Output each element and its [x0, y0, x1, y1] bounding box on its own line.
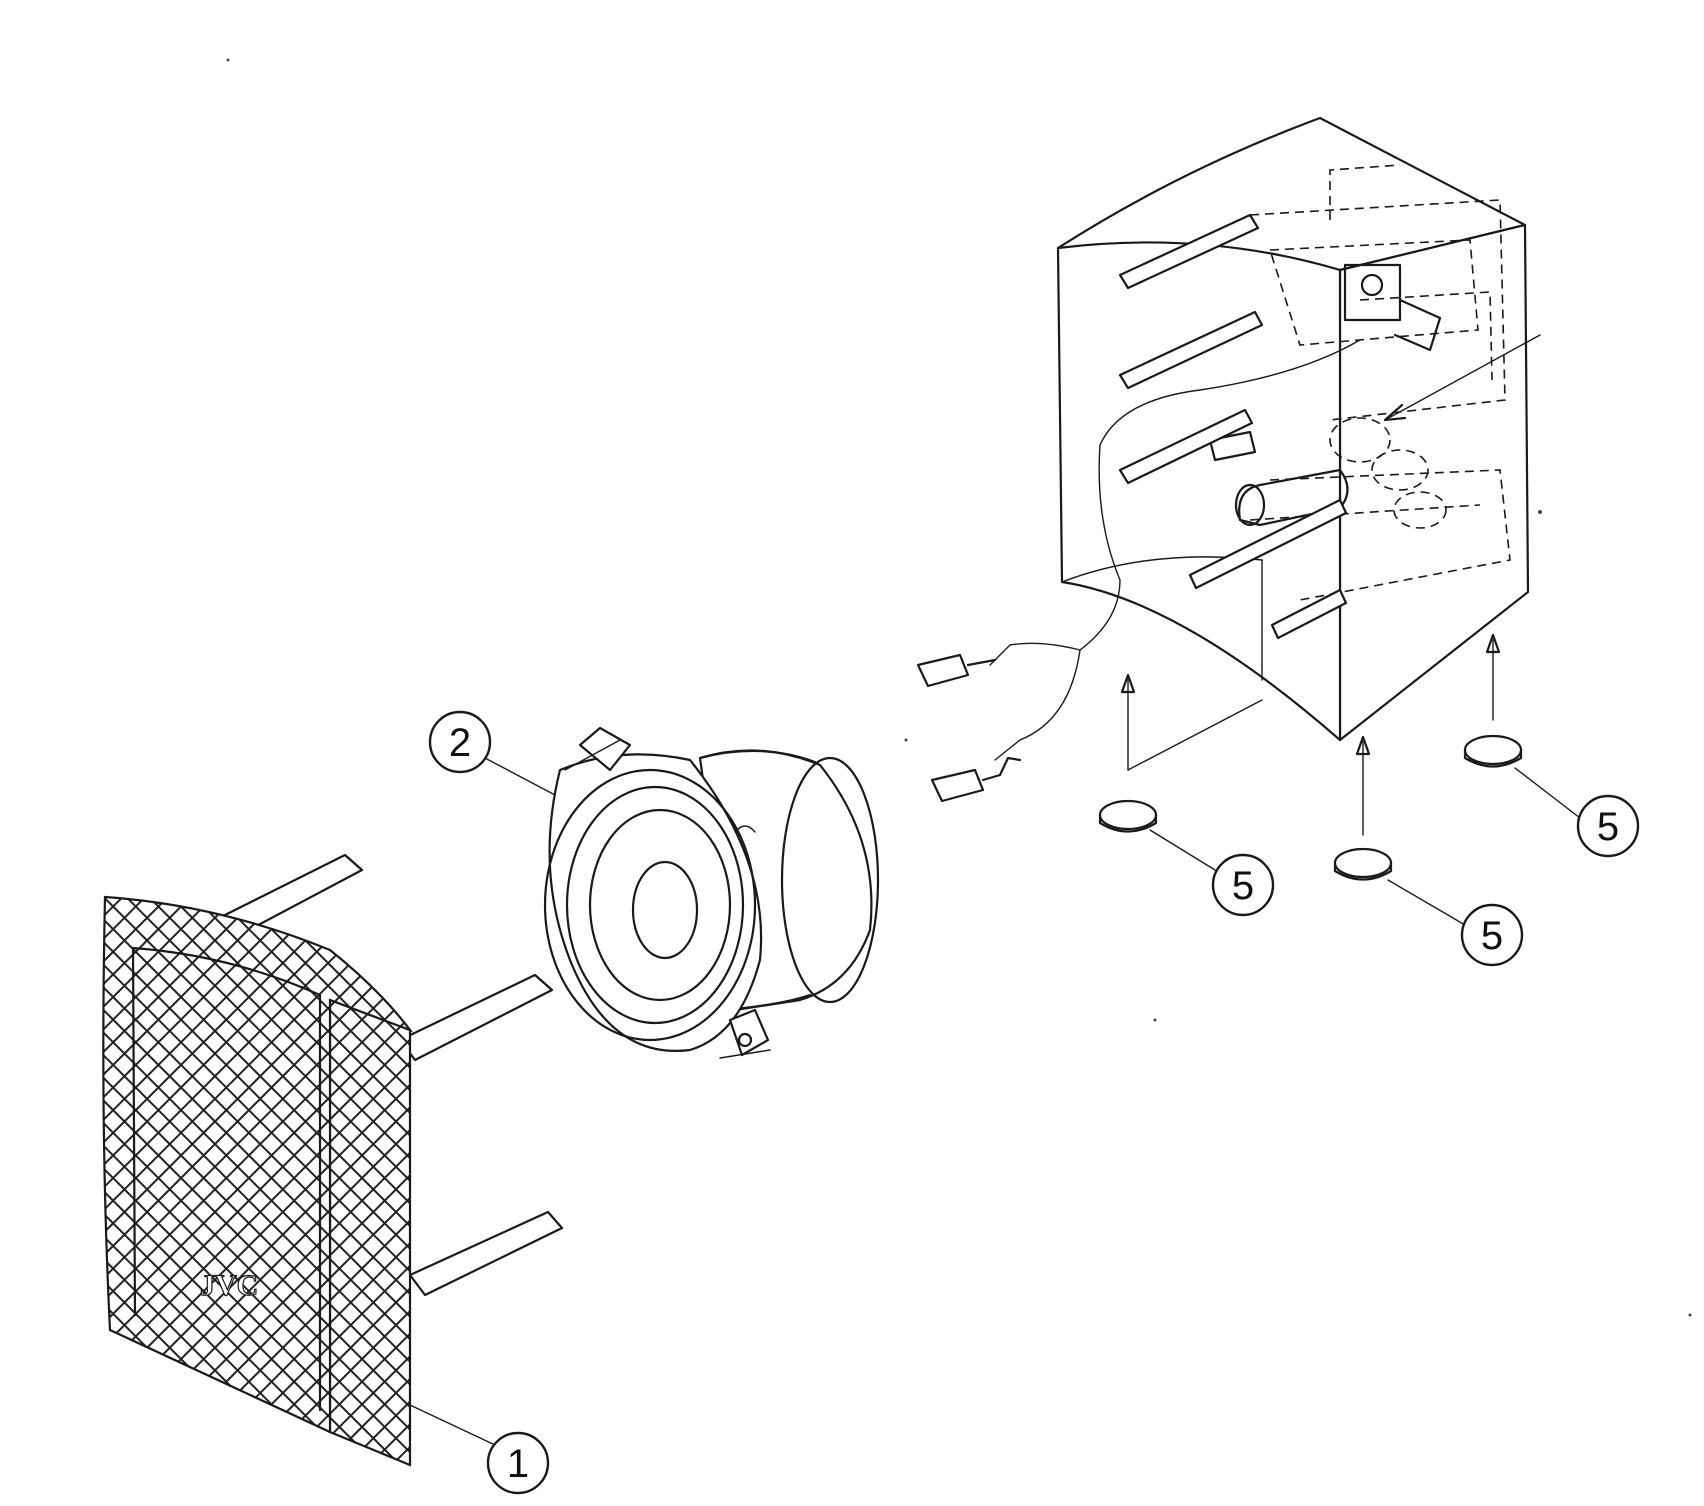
woofer-driver — [543, 726, 880, 1059]
callout-foot-1: 5 — [1211, 853, 1275, 917]
callout-woofer: 2 — [428, 710, 492, 774]
grille-logo: JVC — [200, 1269, 258, 1302]
callout-foot-2: 5 — [1460, 903, 1524, 967]
foot-pad-3 — [1463, 734, 1523, 768]
svg-text:5: 5 — [1481, 914, 1503, 958]
callout-grille: 1 — [486, 1431, 550, 1495]
svg-text:1: 1 — [507, 1442, 529, 1486]
assembly-arrows — [1120, 633, 1501, 836]
front-grille: JVC — [102, 853, 564, 1467]
svg-text:5: 5 — [1232, 864, 1254, 908]
speaker-cabinet — [1056, 116, 1541, 742]
foot-pad-2 — [1333, 847, 1393, 881]
leader-lines — [409, 757, 1581, 1446]
svg-text:2: 2 — [449, 721, 471, 765]
scan-specks — [226, 58, 1692, 1317]
foot-pad-1 — [1098, 799, 1158, 833]
cabinet-rails — [1118, 213, 1348, 640]
callout-foot-3: 5 — [1576, 794, 1640, 858]
svg-text:5: 5 — [1597, 805, 1619, 849]
speaker-wire-leads — [916, 642, 1081, 803]
